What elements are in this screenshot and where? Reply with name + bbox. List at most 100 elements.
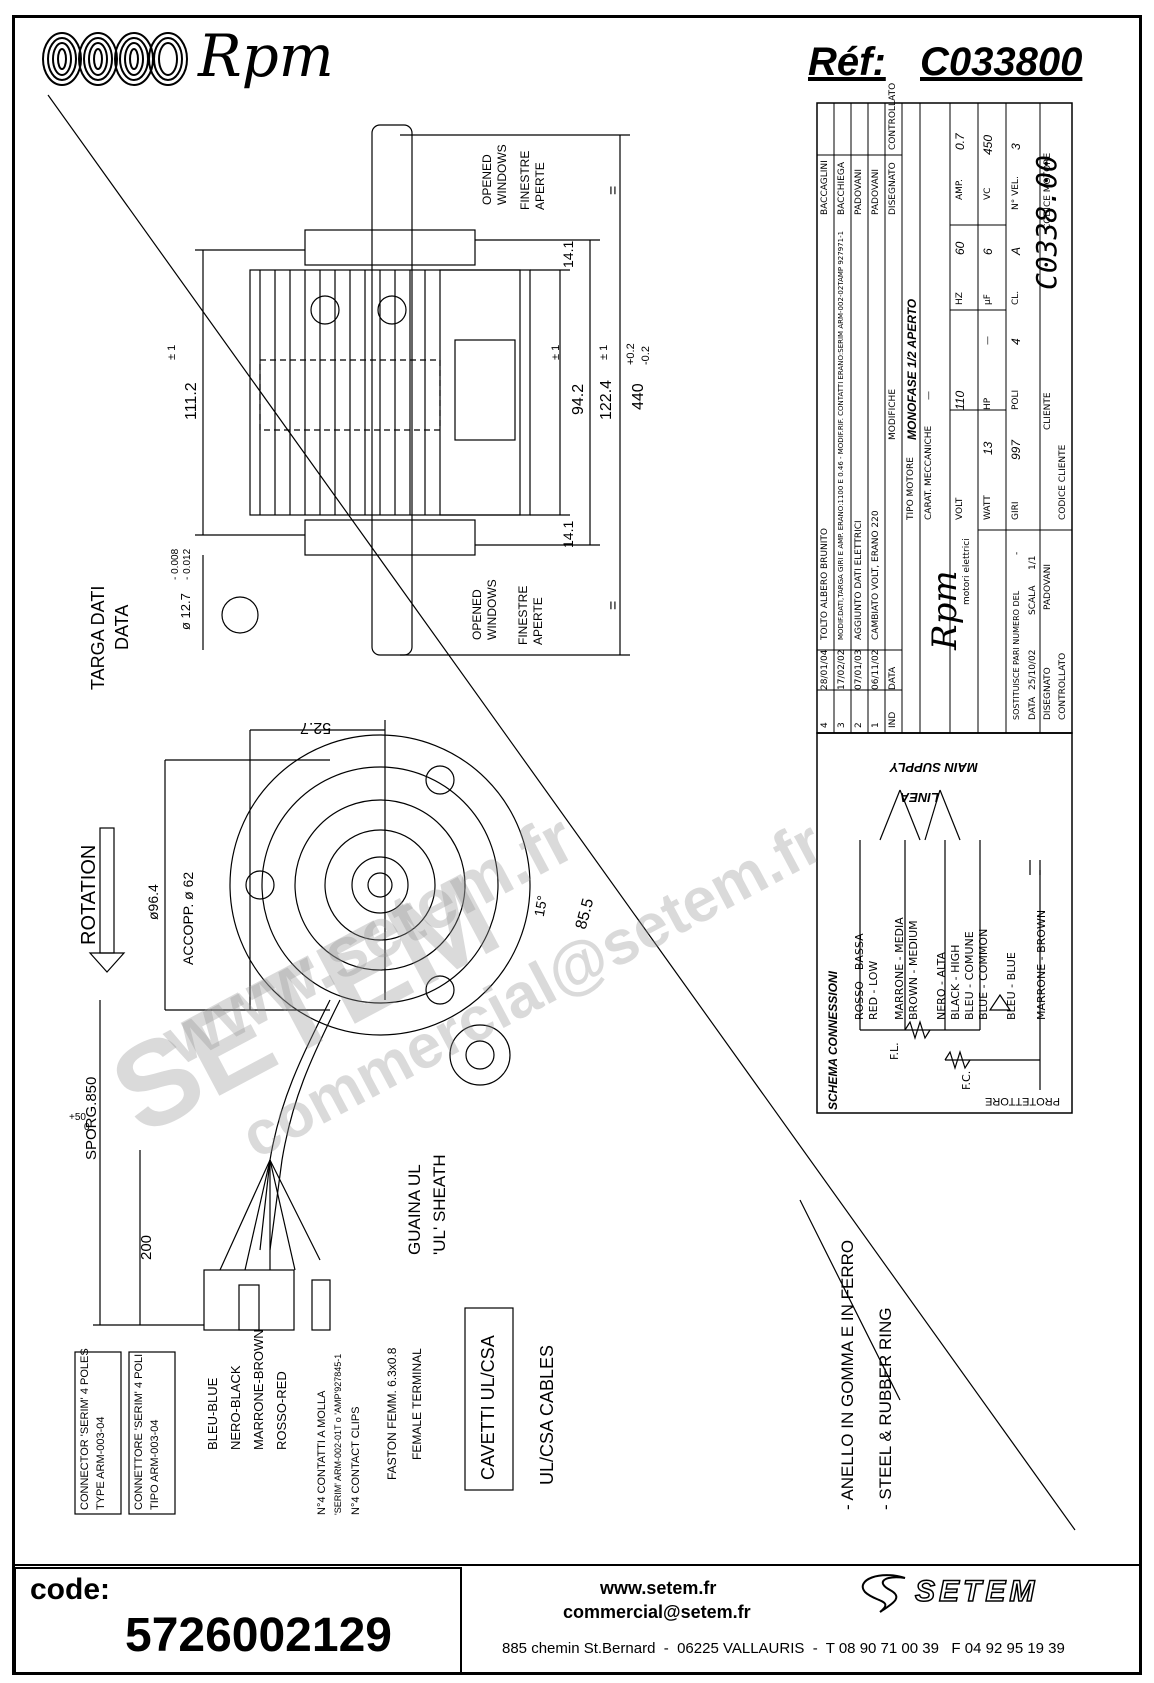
volt-value: 110 xyxy=(953,390,967,410)
schema-fc: F.C. xyxy=(960,1070,973,1090)
rev-by-3: BACCHIEGA xyxy=(837,162,847,215)
targa-dati-label: TARGA DATI xyxy=(88,585,108,690)
poli-value: 4 xyxy=(1009,338,1023,345)
rev-header-ind: IND xyxy=(888,711,898,728)
targa-data-label: DATA xyxy=(112,604,132,650)
vc-label: VC xyxy=(983,187,993,200)
schema-wire-8: BLEU - BLUE xyxy=(1005,952,1018,1020)
data-value: 25/10/02 xyxy=(1028,649,1038,690)
titleblock-logo-sub: motori elettrici xyxy=(962,538,972,605)
volt-label: VOLT xyxy=(955,497,965,520)
rev-text-3: MODIF.DATI,TARGA GIRI E AMP. ERANO:1100 … xyxy=(837,230,845,640)
rpm-logo-coils-icon xyxy=(42,32,188,86)
rev-by-2: PADOVANI xyxy=(854,169,864,215)
schema-main-supply: MAIN SUPPLY xyxy=(890,760,978,775)
cl-label: CL. xyxy=(1011,290,1021,305)
rev-ind-1: 1 xyxy=(871,722,881,728)
tipo-motore-label: TIPO MOTORE xyxy=(906,457,916,520)
dim-122: 122.4 xyxy=(598,379,615,420)
rev-date-3: 17/02/02 xyxy=(837,649,847,690)
color-red: ROSSO-RED xyxy=(274,1371,289,1450)
connector-it-2: TIPO ARM-003-04 xyxy=(149,1419,161,1510)
rev-date-1: 06/11/02 xyxy=(871,649,881,690)
vc-value: 450 xyxy=(981,134,995,155)
ref-code: C033800 xyxy=(920,40,1083,84)
schema-wire-6: BLEU - COMUNE xyxy=(963,931,976,1020)
connector-it-1: CONNETTORE 'SERIM' 4 POLI xyxy=(133,1353,145,1510)
controllato-label: CONTROLLATO xyxy=(1058,652,1068,720)
schema-wire-7: BLUE - COMMON xyxy=(977,928,990,1020)
nvel-value: 3 xyxy=(1009,143,1023,150)
windows-top-0: OPENED xyxy=(480,154,494,205)
schema-wire-2: MARRONE - MEDIA xyxy=(893,917,906,1020)
poli-label: POLI xyxy=(1011,389,1021,410)
shaft-dia: ø 12.7 xyxy=(178,593,193,630)
windows-top-1: WINDOWS xyxy=(495,144,509,205)
ref-label: Réf: xyxy=(808,40,886,84)
connector-en-1: CONNECTOR 'SERIM' 4 POLES xyxy=(79,1348,91,1510)
guaina-label-2: 'UL' SHEATH xyxy=(430,1154,449,1255)
anello-label: - ANELLO IN GOMMA E IN FERRO xyxy=(838,1239,857,1510)
footer-email: commercial@setem.fr xyxy=(563,1602,751,1622)
dim-96: ø96.4 xyxy=(145,884,161,920)
steel-label: - STEEL & RUBBER RING xyxy=(876,1307,895,1510)
rev-header-controllato: CONTROLLATO xyxy=(888,82,898,150)
schema-linea: LINEA xyxy=(900,790,939,805)
rev-ind-3: 3 xyxy=(837,722,847,728)
rev-date-4: 28/01/04 xyxy=(820,649,830,690)
rev-header-modifiche: MODIFICHE xyxy=(888,388,898,440)
schema-wire-3: BROWN - MEDIUM xyxy=(907,920,920,1020)
hp-label: HP xyxy=(983,397,993,410)
faston-1: FASTON FEMM. 6.3x0.8 xyxy=(385,1347,399,1480)
rev-date-2: 07/01/03 xyxy=(854,649,864,690)
rotation-label: ROTATION xyxy=(78,844,100,945)
dim-14-top: 14.1 xyxy=(560,240,576,268)
windows-top-3: APERTE xyxy=(533,162,547,210)
codice-motore-value: C0338.00 xyxy=(1030,155,1063,290)
amp-label: AMP. xyxy=(955,179,965,200)
dim-14-bottom: 14.1 xyxy=(560,520,576,548)
schema-fl: F.L. xyxy=(888,1042,901,1060)
dim-94: 94.2 xyxy=(570,383,587,415)
windows-bottom-0: OPENED xyxy=(470,589,484,640)
giri-label: GIRI xyxy=(1011,501,1021,520)
brand-logo-text: Rpm xyxy=(198,22,334,90)
watt-label: WATT xyxy=(983,495,993,520)
uf-label: µF xyxy=(983,294,993,305)
hz-value: 60 xyxy=(953,241,967,255)
disegnato-label: DISEGNATO xyxy=(1043,667,1053,720)
cl-value: A xyxy=(1009,246,1023,255)
disegnato-value: PADOVANI xyxy=(1043,564,1053,610)
dim-440: 440 xyxy=(630,383,647,410)
windows-top-2: FINESTRE xyxy=(518,150,532,210)
rev-ind-2: 2 xyxy=(854,722,864,728)
color-brown: MARRONE-BROWN xyxy=(251,1329,266,1450)
giri-value: 997 xyxy=(1009,439,1023,460)
guaina-label-1: GUAINA UL xyxy=(405,1164,424,1255)
cables-label: UL/CSA CABLES xyxy=(537,1344,557,1485)
schema-wire-1: RED - LOW xyxy=(867,960,880,1020)
footer-web: www.setem.fr xyxy=(600,1578,717,1598)
rev-ind-4: 4 xyxy=(820,722,830,728)
tipo-motore-value: MONOFASE 1/2 APERTO xyxy=(905,298,919,440)
rev-text-1: CAMBIATO VOLT, ERANO 220 xyxy=(871,510,881,640)
cavetti-label: CAVETTI UL/CSA xyxy=(478,1335,498,1480)
faston-2: FEMALE TERMINAL xyxy=(410,1348,424,1460)
schema-wire-9: MARRONE - BROWN xyxy=(1035,909,1048,1020)
dim-440-tol-up: +0.2 xyxy=(625,343,637,365)
setem-swoosh-icon xyxy=(861,1574,906,1613)
schema-title: SCHEMA CONNESSIONI xyxy=(826,971,840,1110)
sporg-tol-dn: 0 xyxy=(84,1122,90,1133)
rev-header-date: DATA xyxy=(888,666,898,690)
scala-label: SCALA xyxy=(1028,585,1038,615)
codice-cliente-label: CODICE CLIENTE xyxy=(1058,444,1068,520)
footer-code-label: code: xyxy=(30,1573,111,1606)
drawing-frame xyxy=(12,15,1142,1675)
dim-52: 52.7 xyxy=(300,719,332,736)
rev-text-4: TOLTO ALBERO BRUNITO xyxy=(820,527,830,640)
accopp-label: ACCOPP. ø 62 xyxy=(180,871,196,965)
amp-value: 0.7 xyxy=(953,133,967,150)
shaft-tol-dn: - 0.012 xyxy=(182,548,193,580)
data-label: DATA xyxy=(1028,696,1038,720)
